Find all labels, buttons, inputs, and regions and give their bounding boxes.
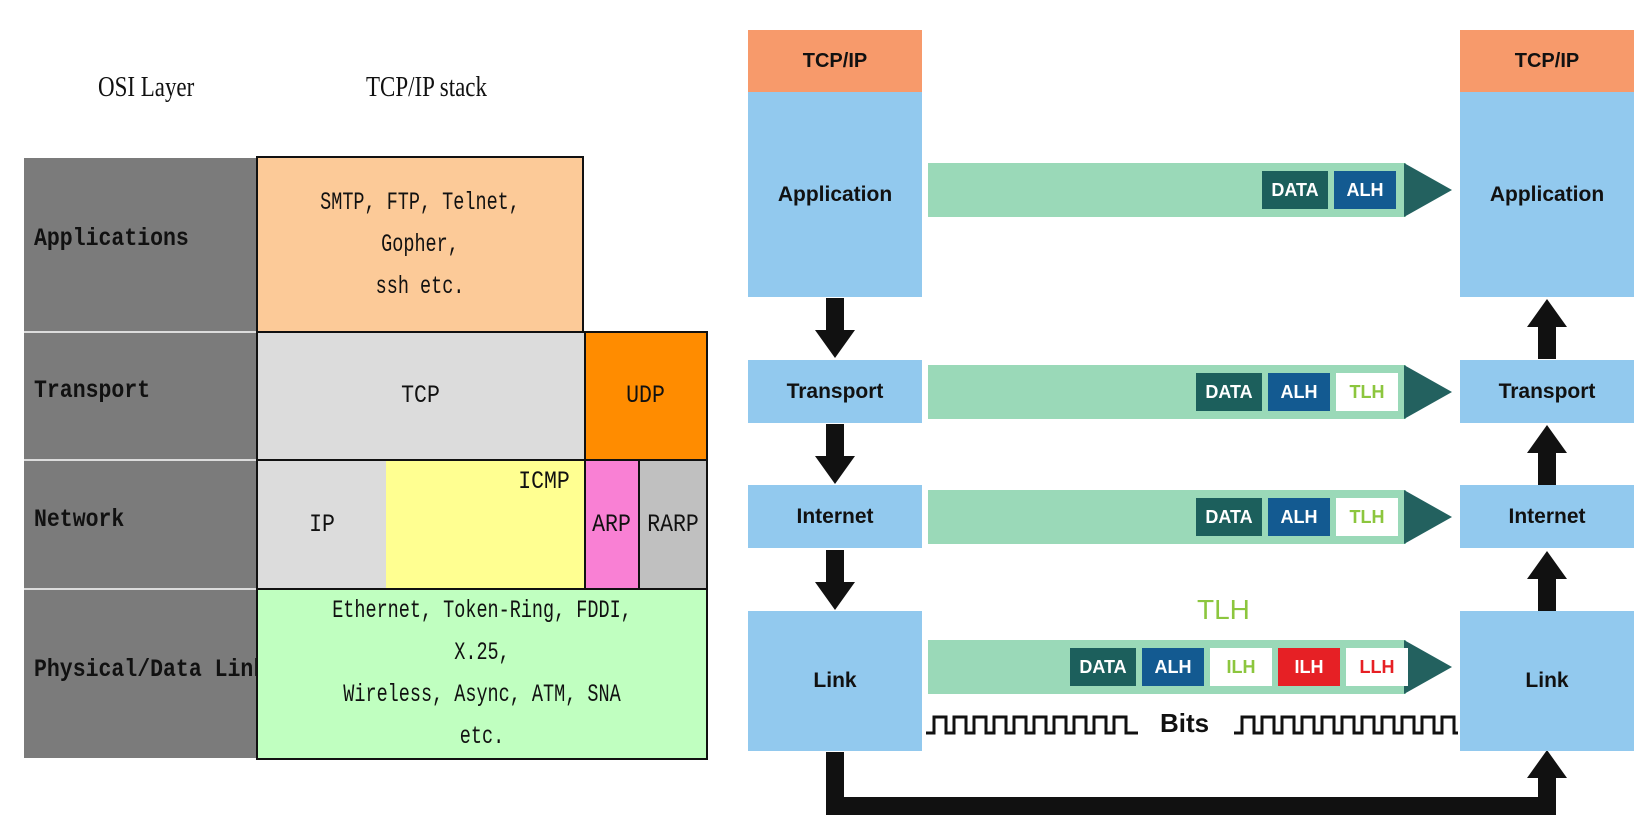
bottom-connector <box>826 752 1556 815</box>
application-pipe-arrowhead <box>1404 163 1452 217</box>
link-protocols-line2: Wireless, Async, ATM, SNA etc. <box>343 680 621 751</box>
link-ilh-header-green: ILH <box>1210 648 1272 686</box>
osi-layer-header: OSI Layer <box>98 72 195 103</box>
down-arrows <box>815 298 855 610</box>
icmp-label: ICMP <box>518 467 570 496</box>
osi-divider <box>24 588 256 590</box>
osi-layer-network: Network <box>34 505 125 534</box>
osi-layer-applications: Applications <box>34 224 189 253</box>
application-data-header: DATA <box>1262 171 1328 209</box>
link-protocols-cell: Ethernet, Token-Ring, FDDI, X.25, Wireles… <box>256 588 708 760</box>
left-stack-title: TCP/IP <box>748 30 922 92</box>
osi-divider <box>24 459 256 461</box>
floating-tlh-label: TLH <box>1197 594 1250 625</box>
osi-layer-transport: Transport <box>34 376 151 405</box>
icmp-cell: ICMP <box>386 459 586 590</box>
application-alh-header: ALH <box>1334 171 1396 209</box>
osi-divider <box>24 331 256 333</box>
right-application-layer: Application <box>1460 92 1634 297</box>
link-alh-header: ALH <box>1142 648 1204 686</box>
internet-pipe <box>928 490 1406 544</box>
right-link-layer: Link <box>1460 611 1634 751</box>
rarp-label: RARP <box>647 509 699 539</box>
left-link-layer: Link <box>748 611 922 751</box>
transport-pipe <box>928 365 1406 419</box>
internet-tlh-header: TLH <box>1336 498 1398 536</box>
transport-pipe-arrowhead <box>1404 365 1452 419</box>
left-application-layer: Application <box>748 92 922 297</box>
link-protocols-line1: Ethernet, Token-Ring, FDDI, X.25, <box>332 596 632 667</box>
tcp-label: TCP <box>401 381 441 410</box>
tcpip-stack-header: TCP/IP stack <box>366 72 487 103</box>
udp-label: UDP <box>626 381 666 410</box>
internet-pipe-arrowhead <box>1404 490 1452 544</box>
link-pipe-arrowhead <box>1404 640 1452 694</box>
link-data-header: DATA <box>1070 648 1136 686</box>
link-llh-header: LLH <box>1346 648 1408 686</box>
osi-layer-physical-data-link: Physical/Data Link <box>34 655 267 684</box>
osi-layer-column <box>24 158 256 758</box>
bottom-connector-arrowhead <box>1527 750 1567 778</box>
application-protocols-cell: SMTP, FTP, Telnet, Gopher, ssh etc. <box>256 156 584 333</box>
up-arrows <box>1527 299 1567 611</box>
left-transport-layer: Transport <box>748 360 922 423</box>
internet-data-header: DATA <box>1196 498 1262 536</box>
right-internet-layer: Internet <box>1460 485 1634 548</box>
udp-cell: UDP <box>584 331 708 461</box>
bits-wave-right <box>1234 715 1458 735</box>
link-ilh-header-red: ILH <box>1278 648 1340 686</box>
right-stack-title: TCP/IP <box>1460 30 1634 92</box>
bits-wave-left <box>926 715 1138 735</box>
transport-alh-header: ALH <box>1268 373 1330 411</box>
application-protocols-line2: ssh etc. <box>375 271 465 301</box>
transport-tlh-header: TLH <box>1336 373 1398 411</box>
bits-label: Bits <box>1160 708 1210 738</box>
application-protocols-line1: SMTP, FTP, Telnet, Gopher, <box>320 187 520 259</box>
rarp-cell: RARP <box>638 459 708 590</box>
transport-data-header: DATA <box>1196 373 1262 411</box>
arp-cell: ARP <box>584 459 640 590</box>
right-transport-layer: Transport <box>1460 360 1634 423</box>
left-internet-layer: Internet <box>748 485 922 548</box>
internet-alh-header: ALH <box>1268 498 1330 536</box>
arp-label: ARP <box>592 509 632 539</box>
ip-label: IP <box>309 509 335 539</box>
